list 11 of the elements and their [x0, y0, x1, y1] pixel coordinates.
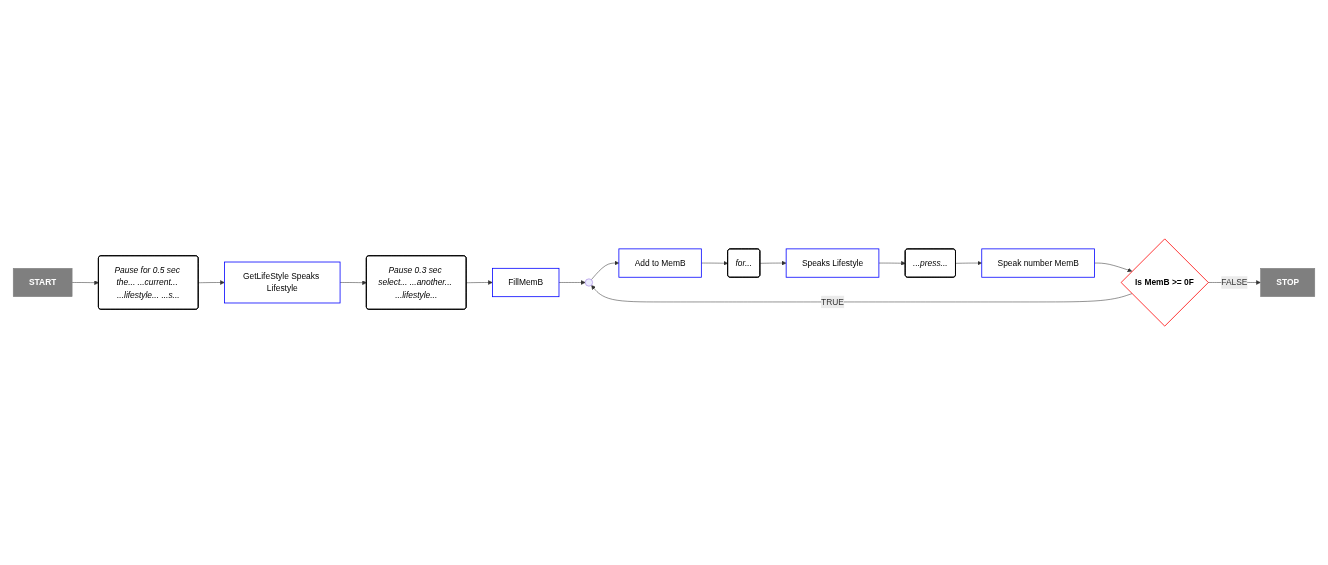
node-circle — [585, 278, 593, 287]
node-box: GetLifeStyle Speaks Lifestyle — [224, 261, 341, 304]
node-diamond: Is MemB >= 0F — [1120, 238, 1209, 327]
edge-label: FALSE — [1221, 277, 1248, 287]
node-box: Speaks Lifestyle — [785, 248, 880, 278]
node-box: START — [12, 268, 73, 297]
node-box: Add to MemB — [618, 248, 702, 278]
node-box: FillMemB — [492, 267, 560, 298]
edge-label: TRUE — [821, 297, 844, 307]
node-box: STOP — [1260, 268, 1316, 297]
node-box: Speak number MemB — [981, 248, 1095, 278]
